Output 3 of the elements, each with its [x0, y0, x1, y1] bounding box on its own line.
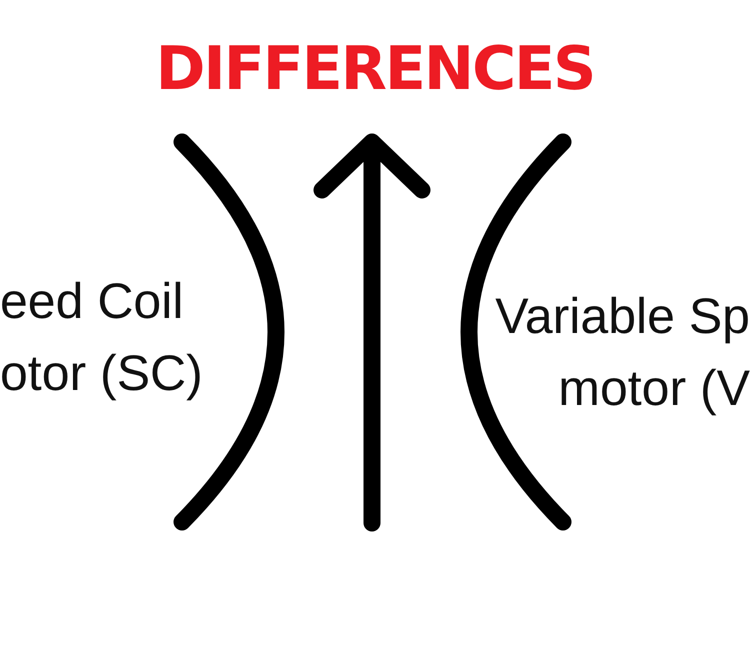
motor-label: Variable Sp motor (V: [494, 287, 750, 418]
motor-label: eed Coil otor (SC): [0, 272, 204, 403]
title: DIFFERENCES: [156, 34, 594, 104]
